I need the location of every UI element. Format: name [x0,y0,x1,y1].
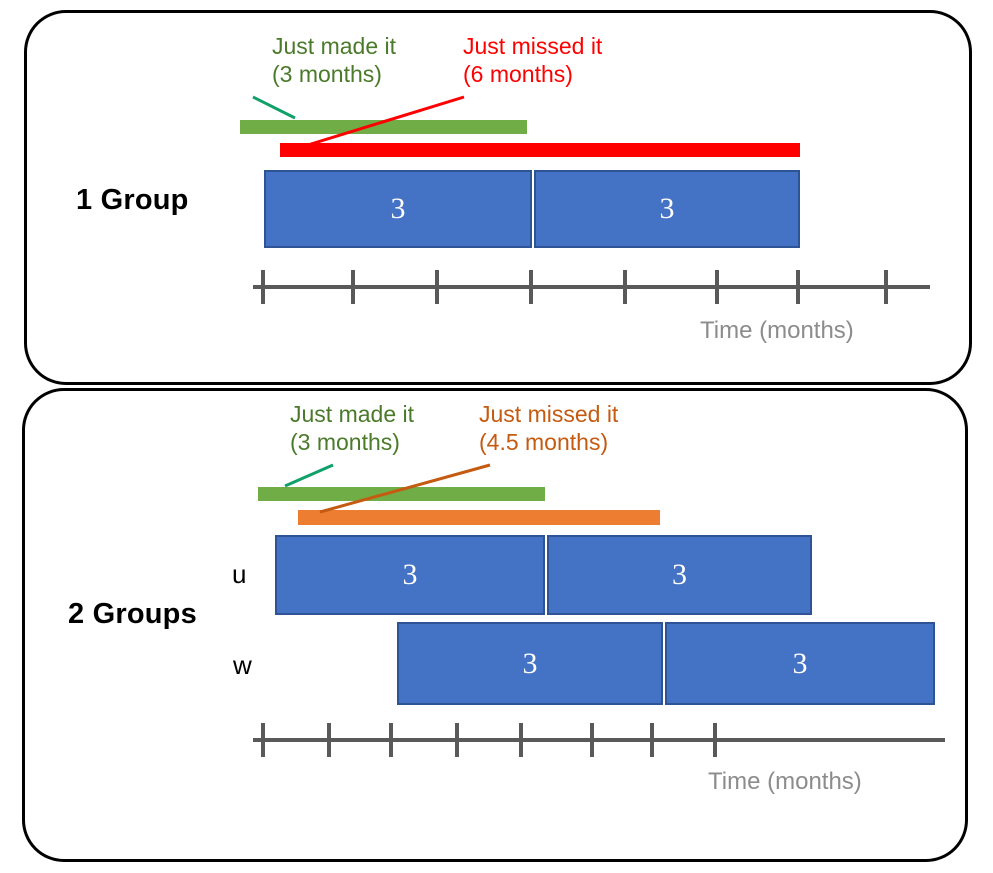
task-bar[interactable]: 3 [264,170,532,248]
task-bar[interactable]: 3 [275,535,545,615]
task-bar[interactable]: 3 [397,622,663,705]
task-value: 3 [390,192,406,225]
callout-line1: Just made it [290,401,414,427]
panel-title-one-group: 1 Group [76,184,189,216]
callout-line1: Just missed it [463,33,603,59]
callout-line1: Just missed it [479,401,619,427]
task-value: 3 [792,646,808,680]
span-bar-just-missed-it-bottom [298,510,660,525]
task-bar[interactable]: 3 [534,170,800,248]
task-bar[interactable]: 3 [665,622,935,705]
callout-line1: Just made it [272,33,396,59]
span-bar-just-made-it-top [240,120,527,134]
callout-just-made-it-top: Just made it (3 months) [272,32,396,88]
callout-just-missed-it-bottom: Just missed it (4.5 months) [479,400,618,456]
task-value: 3 [402,558,418,591]
panel-title-two-groups: 2 Groups [68,598,197,630]
row-label-w: w [233,650,252,680]
task-value: 3 [659,192,675,225]
callout-line2: (6 months) [463,61,573,88]
span-bar-just-missed-it-top [280,143,800,157]
task-value: 3 [522,646,538,680]
task-bar[interactable]: 3 [547,535,812,615]
axis-label-time-top: Time (months) [700,317,854,344]
task-value: 3 [672,558,687,591]
axis-label-time-bottom: Time (months) [708,768,862,795]
callout-just-made-it-bottom: Just made it (3 months) [290,400,414,456]
span-bar-just-made-it-bottom [258,487,545,501]
row-label-u: u [232,559,247,589]
callout-line2: (3 months) [272,61,382,88]
callout-line2: (3 months) [290,429,400,456]
callout-just-missed-it-top: Just missed it (6 months) [463,32,602,88]
callout-line2: (4.5 months) [479,429,609,456]
